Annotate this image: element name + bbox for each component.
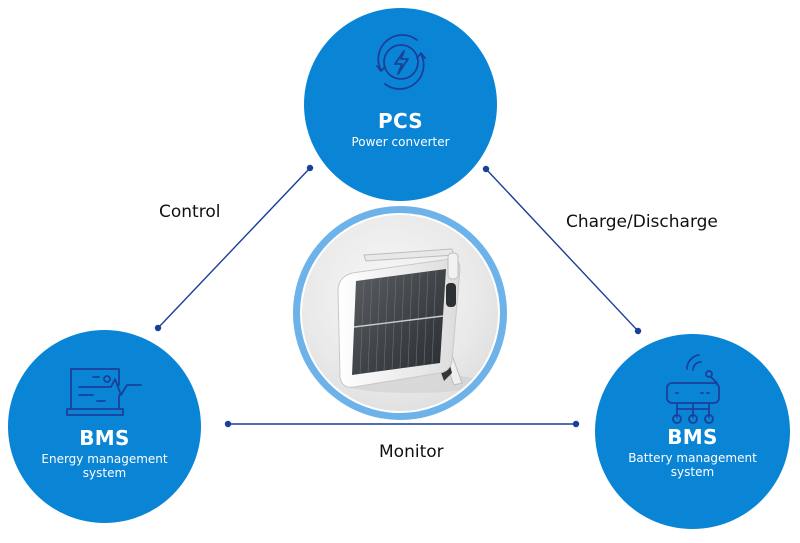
edge-charge-line — [485, 168, 639, 332]
node-pcs-subtitle: Power converter — [351, 135, 450, 149]
laptop-monitoring-icon — [65, 365, 145, 419]
edge-label-monitor: Monitor — [379, 442, 444, 462]
solar-panel-image — [300, 213, 500, 413]
edge-monitor-start-dot — [224, 420, 232, 428]
edge-label-charge-discharge: Charge/Discharge — [566, 212, 718, 232]
node-battery-management: BMS Battery management system — [595, 334, 790, 529]
node-energy-management: BMS Energy management system — [8, 330, 201, 523]
edge-control-start-dot — [154, 324, 162, 332]
edge-charge — [482, 165, 642, 335]
node-ems-title: BMS — [79, 426, 130, 450]
node-bms-title: BMS — [667, 425, 718, 449]
wireless-router-icon — [663, 351, 723, 425]
edge-control-end-dot — [306, 164, 314, 172]
edge-charge-start-dot — [482, 165, 490, 173]
edge-charge-end-dot — [634, 327, 642, 335]
edge-label-control: Control — [159, 202, 221, 222]
edge-control — [154, 164, 314, 332]
power-cycle-icon — [365, 30, 437, 94]
node-pcs: PCS Power converter — [304, 8, 497, 201]
edge-control-line — [157, 167, 311, 329]
center-image-ring — [293, 206, 507, 420]
edge-monitor-end-dot — [572, 420, 580, 428]
node-pcs-title: PCS — [377, 109, 423, 133]
node-ems-subtitle: Energy management system — [41, 452, 168, 480]
node-bms-subtitle: Battery management system — [628, 451, 757, 479]
edge-monitor — [224, 420, 580, 428]
